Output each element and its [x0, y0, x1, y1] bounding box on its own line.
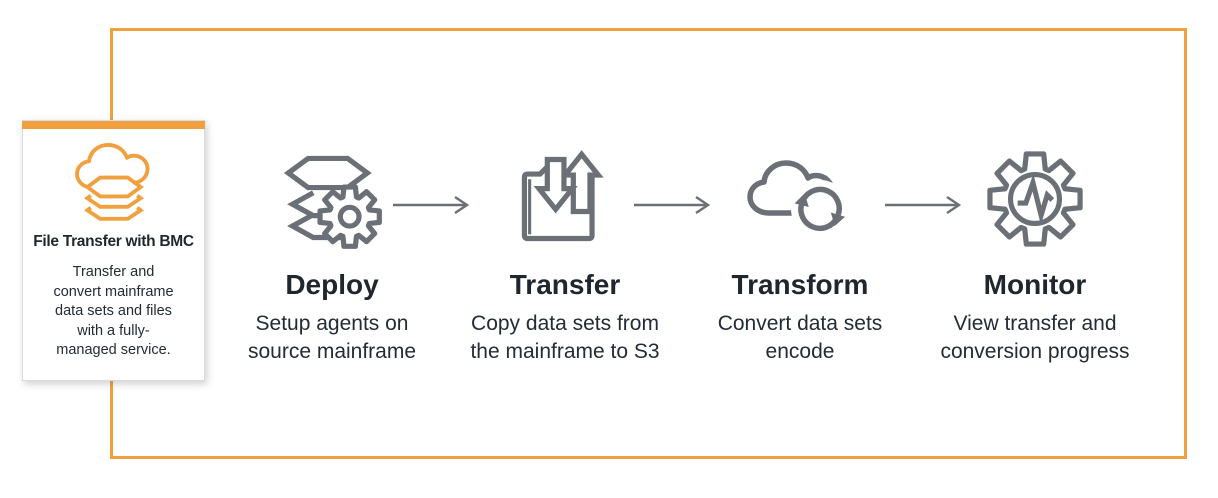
cloud-datasets-icon: [71, 137, 157, 225]
step-monitor: Monitor View transfer and conversion pro…: [923, 143, 1147, 366]
card-title: File Transfer with BMC: [33, 233, 194, 250]
step-title: Monitor: [983, 269, 1087, 300]
folder-transfer-icon: [453, 143, 677, 255]
step-transfer: Transfer Copy data sets from the mainfra…: [453, 143, 677, 366]
card-accent-bar: [22, 121, 205, 129]
step-description: Setup agents on source mainframe: [247, 312, 417, 363]
step-deploy: Deploy Setup agents on source mainframe: [220, 143, 444, 366]
gear-pulse-icon: [923, 143, 1147, 255]
flow-arrow-icon: [634, 194, 716, 216]
step-transform: Transform Convert data sets encode: [688, 143, 912, 366]
flow-arrow-icon: [885, 194, 967, 216]
datasets-gear-icon: [220, 143, 444, 255]
step-description: Convert data sets encode: [717, 312, 883, 363]
card-description: Transfer and convert mainframe data sets…: [53, 264, 174, 358]
cloud-sync-icon: [688, 143, 912, 255]
step-title: Transfer: [509, 269, 621, 300]
step-title: Deploy: [285, 269, 379, 300]
step-description: View transfer and conversion progress: [940, 312, 1130, 363]
step-description: Copy data sets from the mainframe to S3: [470, 312, 660, 363]
step-title: Transform: [731, 269, 869, 300]
service-card: File Transfer with BMC Transfer and conv…: [22, 120, 205, 381]
flow-arrow-icon: [393, 194, 475, 216]
